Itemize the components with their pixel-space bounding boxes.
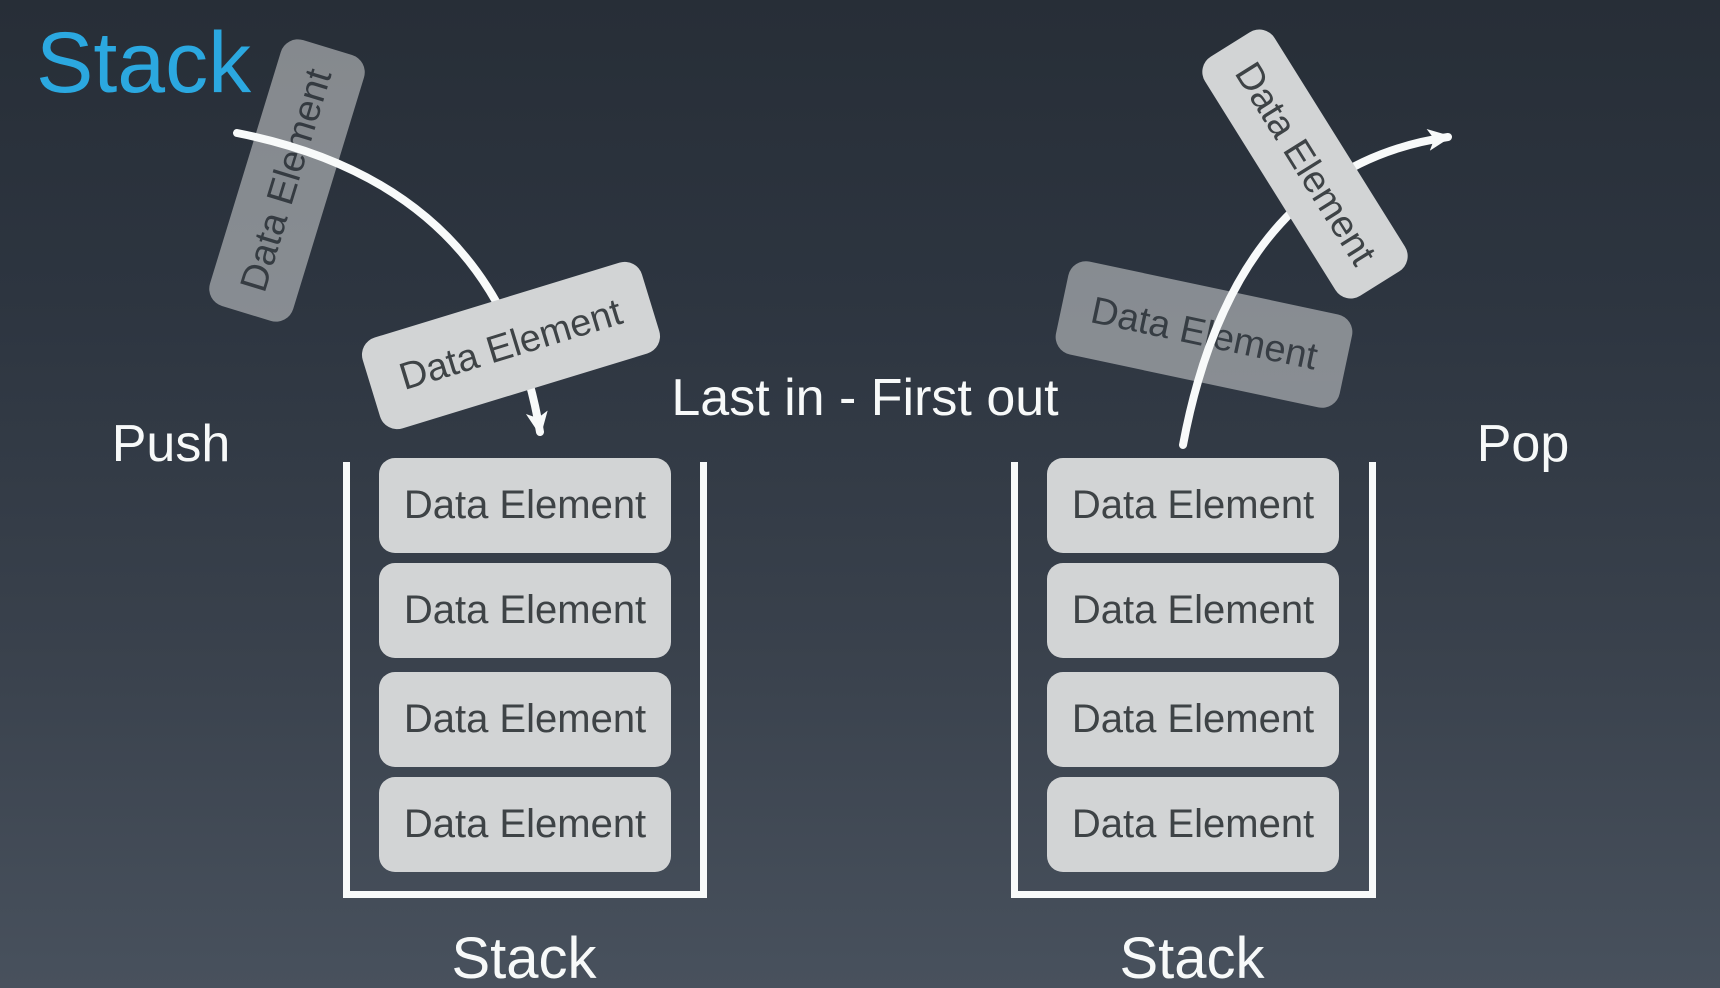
right-stack-label: Stack bbox=[1119, 926, 1265, 988]
left-stack-base bbox=[343, 891, 707, 898]
right-stack-item: Data Element bbox=[1047, 563, 1339, 658]
left-stack-item: Data Element bbox=[379, 458, 671, 553]
right-stack-item: Data Element bbox=[1047, 458, 1339, 553]
left-stack-item: Data Element bbox=[379, 672, 671, 767]
left-stack-right-wall bbox=[700, 462, 707, 898]
left-stack-left-wall bbox=[343, 462, 350, 898]
right-stack-base bbox=[1011, 891, 1376, 898]
right-stack-right-wall bbox=[1369, 462, 1376, 898]
left-stack-item: Data Element bbox=[379, 563, 671, 658]
right-stack-item: Data Element bbox=[1047, 777, 1339, 872]
pop-label: Pop bbox=[1476, 415, 1570, 473]
lifo-caption: Last in - First out bbox=[671, 369, 1059, 427]
page-title: Stack bbox=[36, 15, 252, 111]
pop-leaving-element: Data Element bbox=[1195, 22, 1415, 306]
right-stack-left-wall bbox=[1011, 462, 1018, 898]
left-stack-item: Data Element bbox=[379, 777, 671, 872]
right-stack-item: Data Element bbox=[1047, 672, 1339, 767]
left-stack-label: Stack bbox=[451, 926, 597, 988]
push-label: Push bbox=[111, 415, 231, 473]
